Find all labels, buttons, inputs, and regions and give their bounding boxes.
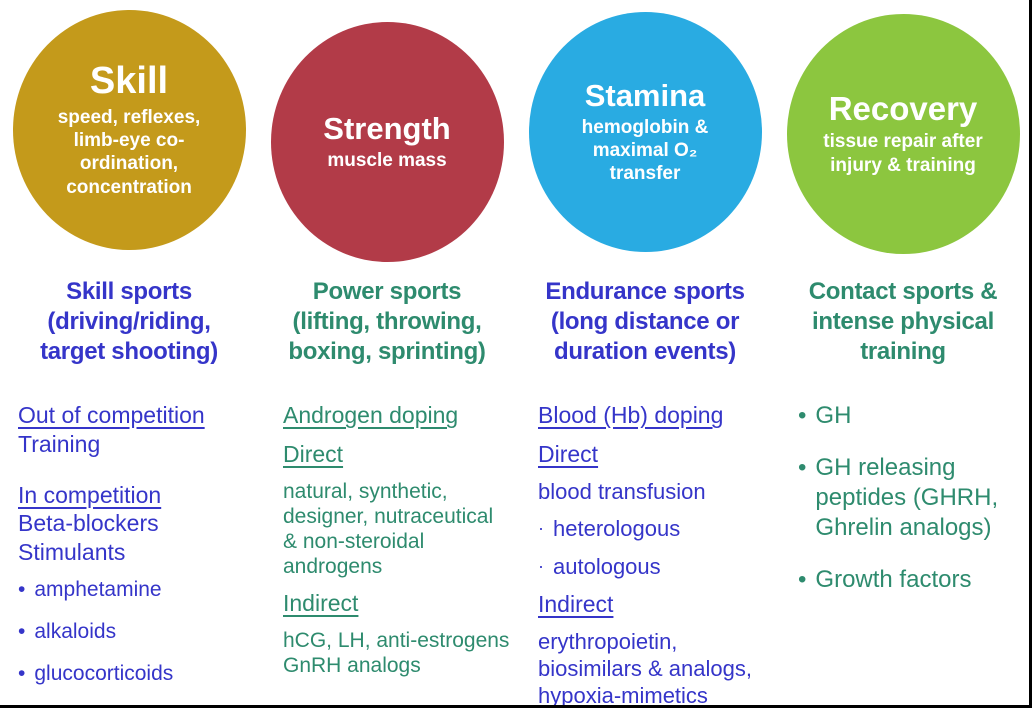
strength-list: Androgen doping Direct natural, syntheti… xyxy=(258,401,516,678)
column-recovery: Recovery tissue repair after injury & tr… xyxy=(774,0,1029,705)
androgen-doping-label: Androgen doping xyxy=(283,402,459,428)
stamina-circle: Stamina hemoglobin & maximal O₂ transfer xyxy=(528,12,762,252)
glucocorticoids-label: glucocorticoids xyxy=(34,662,174,686)
recovery-circle: Recovery tissue repair after injury & tr… xyxy=(786,14,1020,254)
stamina-list: Blood (Hb) doping Direct blood transfusi… xyxy=(516,401,774,708)
indirect-blood-text: erythropoietin, biosimilars & analogs, h… xyxy=(538,629,752,708)
in-competition-label: In competition xyxy=(18,481,162,508)
bullet-icon: • xyxy=(798,566,807,593)
list-item: • glucocorticoids xyxy=(18,661,258,687)
strength-circle-area: Strength muscle mass xyxy=(258,0,516,264)
column-stamina: Stamina hemoglobin & maximal O₂ transfer… xyxy=(516,0,774,705)
direct-androgens-text: natural, synthetic, designer, nutraceuti… xyxy=(283,479,494,579)
skill-list: Out of competition Training In competiti… xyxy=(0,401,258,688)
training-label: Training xyxy=(18,430,101,457)
stamina-circle-subtitle: hemoglobin & maximal O₂ transfer xyxy=(581,116,709,185)
bullet-icon: • xyxy=(18,662,26,686)
small-bullet-icon: · xyxy=(538,555,544,576)
recovery-circle-title: Recovery xyxy=(828,90,978,128)
endurance-sports-header: Endurance sports (long distance or durat… xyxy=(545,278,745,365)
direct-label: Direct xyxy=(538,440,599,467)
blood-transfusion-label: blood transfusion xyxy=(538,478,706,504)
stamina-circle-title: Stamina xyxy=(584,77,706,113)
skill-circle-area: Skill speed, reflexes, limb-eye co- ordi… xyxy=(0,0,258,264)
list-item: • GH releasing peptides (GHRH, Ghrelin an… xyxy=(798,453,1029,543)
skill-sports-header: Skill sports (driving/riding, target sho… xyxy=(40,278,218,365)
direct-label: Direct xyxy=(283,440,344,467)
strength-circle-title: Strength xyxy=(323,110,451,146)
contact-sports-header: Contact sports & intense physical traini… xyxy=(808,278,998,365)
list-item: • alkaloids xyxy=(18,619,258,645)
column-strength: Strength muscle mass Power sports (lifti… xyxy=(258,0,516,705)
skill-circle: Skill speed, reflexes, limb-eye co- ordi… xyxy=(12,10,246,250)
column-skill: Skill speed, reflexes, limb-eye co- ordi… xyxy=(0,0,258,705)
stamina-circle-area: Stamina hemoglobin & maximal O₂ transfer xyxy=(516,0,774,264)
out-of-competition-label: Out of competition xyxy=(18,402,205,428)
strength-circle-subtitle: muscle mass xyxy=(327,149,447,171)
list-item: · heterologous xyxy=(538,515,774,543)
indirect-label: Indirect xyxy=(538,591,614,618)
heterologous-label: heterologous xyxy=(553,516,681,542)
bullet-icon: • xyxy=(18,577,26,601)
alkaloids-label: alkaloids xyxy=(34,620,117,643)
list-item: · autologous xyxy=(538,553,774,581)
recovery-circle-subtitle: tissue repair after injury & training xyxy=(823,131,983,176)
blood-doping-label: Blood (Hb) doping xyxy=(538,402,724,428)
autologous-label: autologous xyxy=(553,553,661,579)
bullet-icon: • xyxy=(798,454,807,481)
list-item: • GH xyxy=(798,401,1029,431)
strength-circle: Strength muscle mass xyxy=(270,22,504,262)
indirect-androgens-text: hCG, LH, anti-estrogens GnRH analogs xyxy=(283,629,510,678)
power-sports-header: Power sports (lifting, throwing, boxing,… xyxy=(288,278,486,365)
recovery-list: • GH • GH releasing peptides (GHRH, Ghreli… xyxy=(774,401,1029,595)
small-bullet-icon: · xyxy=(538,518,544,539)
skill-circle-subtitle: speed, reflexes, limb-eye co- ordination… xyxy=(57,107,201,198)
beta-blockers-label: Beta-blockers xyxy=(18,510,159,537)
bullet-icon: • xyxy=(798,402,807,429)
bullet-icon: • xyxy=(18,620,26,643)
skill-circle-title: Skill xyxy=(89,60,169,103)
stimulants-label: Stimulants xyxy=(18,539,126,565)
list-item: • amphetamine xyxy=(18,577,258,603)
list-item: • Growth factors xyxy=(798,565,1029,595)
indirect-label: Indirect xyxy=(283,590,359,617)
gh-releasing-peptides-label: GH releasing peptides (GHRH, Ghrelin ana… xyxy=(815,454,999,541)
growth-factors-label: Growth factors xyxy=(815,566,972,593)
amphetamine-label: amphetamine xyxy=(34,577,162,601)
gh-label: GH xyxy=(815,402,852,429)
recovery-circle-area: Recovery tissue repair after injury & tr… xyxy=(774,0,1029,264)
